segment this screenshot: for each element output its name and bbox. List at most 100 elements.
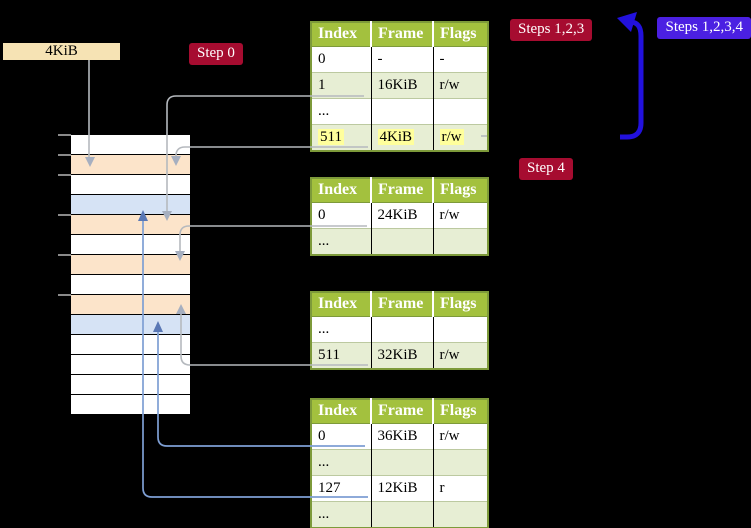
- column-header-frame: Frame: [371, 22, 434, 47]
- cell: [433, 228, 488, 255]
- column-header-frame: Frame: [371, 292, 434, 317]
- table-row: ...: [311, 501, 488, 528]
- cell: [433, 501, 488, 528]
- memory-frame-row-free: [71, 235, 190, 254]
- column-header-flags: Flags: [433, 178, 488, 203]
- cell: [371, 98, 434, 125]
- badge-step-4: Step 4: [519, 158, 573, 180]
- cell: ...: [311, 98, 372, 125]
- memory-frame-row-page-table-frame: [71, 215, 190, 234]
- badge-steps-1-2-3: Steps 1,2,3: [510, 19, 593, 41]
- highlighted-value: r/w: [439, 129, 464, 145]
- cell: 16KiB: [371, 72, 434, 99]
- cell: -: [371, 46, 434, 73]
- address-tick: [58, 134, 71, 136]
- frame-size-label: 4KiB: [3, 43, 120, 60]
- cell: 12KiB: [371, 475, 434, 502]
- table-row: 0--: [311, 46, 488, 73]
- badge-steps-1-2-3-4: Steps 1,2,3,4: [657, 17, 751, 39]
- memory-frame-row-free: [71, 175, 190, 194]
- cell: 0: [311, 202, 372, 229]
- cell: 36KiB: [371, 423, 434, 450]
- memory-frame-row-page-table-frame: [71, 295, 190, 314]
- memory-frame-row-free: [71, 395, 190, 414]
- cell: ...: [311, 501, 372, 528]
- cell: 127: [311, 475, 372, 502]
- cell: [371, 228, 434, 255]
- table-row: ...: [311, 449, 488, 476]
- cell: 511: [311, 342, 372, 369]
- highlighted-value: 511: [318, 129, 344, 145]
- cell: ...: [311, 449, 372, 476]
- cell: [371, 449, 434, 476]
- cell: ...: [311, 316, 372, 343]
- cell: 0: [311, 46, 372, 73]
- cell: 0: [311, 423, 372, 450]
- cell: r/w: [433, 342, 488, 369]
- address-tick: [58, 154, 71, 156]
- address-tick: [58, 174, 71, 176]
- cell: -: [433, 46, 488, 73]
- column-header-index: Index: [311, 178, 372, 203]
- cell: [371, 316, 434, 343]
- memory-frame-row-free: [71, 335, 190, 354]
- memory-frame-row-mapped-frame: [71, 195, 190, 214]
- cell: 32KiB: [371, 342, 434, 369]
- column-header-frame: Frame: [371, 399, 434, 424]
- cell: [433, 98, 488, 125]
- cell: 511: [311, 124, 372, 151]
- table-row: ...: [311, 98, 488, 125]
- cell: 24KiB: [371, 202, 434, 229]
- address-tick: [58, 254, 71, 256]
- cell: 1: [311, 72, 372, 99]
- address-tick: [58, 214, 71, 216]
- cell: r/w: [433, 423, 488, 450]
- column-header-index: Index: [311, 399, 372, 424]
- memory-frame-row-mapped-frame: [71, 315, 190, 334]
- cell: [433, 316, 488, 343]
- cell: r: [433, 475, 488, 502]
- highlighted-value: 4KiB: [377, 129, 415, 145]
- memory-frame-row-page-table-frame: [71, 255, 190, 274]
- memory-frame-row-free: [71, 375, 190, 394]
- table-row: ...: [311, 316, 488, 343]
- column-header-flags: Flags: [433, 292, 488, 317]
- column-header-frame: Frame: [371, 178, 434, 203]
- column-header-index: Index: [311, 22, 372, 47]
- table-row: 511 4KiB r/w: [311, 124, 488, 151]
- cell: r/w: [433, 124, 488, 151]
- cell: ...: [311, 228, 372, 255]
- table-row: ...: [311, 228, 488, 255]
- memory-frame-row-free: [71, 135, 190, 154]
- cell: [371, 501, 434, 528]
- column-header-index: Index: [311, 292, 372, 317]
- column-header-flags: Flags: [433, 399, 488, 424]
- column-header-flags: Flags: [433, 22, 488, 47]
- memory-frame-row-free: [71, 355, 190, 374]
- cell: 4KiB: [371, 124, 434, 151]
- address-tick: [58, 294, 71, 296]
- memory-frame-row-free: [71, 275, 190, 294]
- recursive-loop-arrow: [617, 12, 644, 140]
- cell: r/w: [433, 72, 488, 99]
- memory-column: [71, 135, 190, 415]
- cell: r/w: [433, 202, 488, 229]
- memory-frame-row-page-table-frame: [71, 155, 190, 174]
